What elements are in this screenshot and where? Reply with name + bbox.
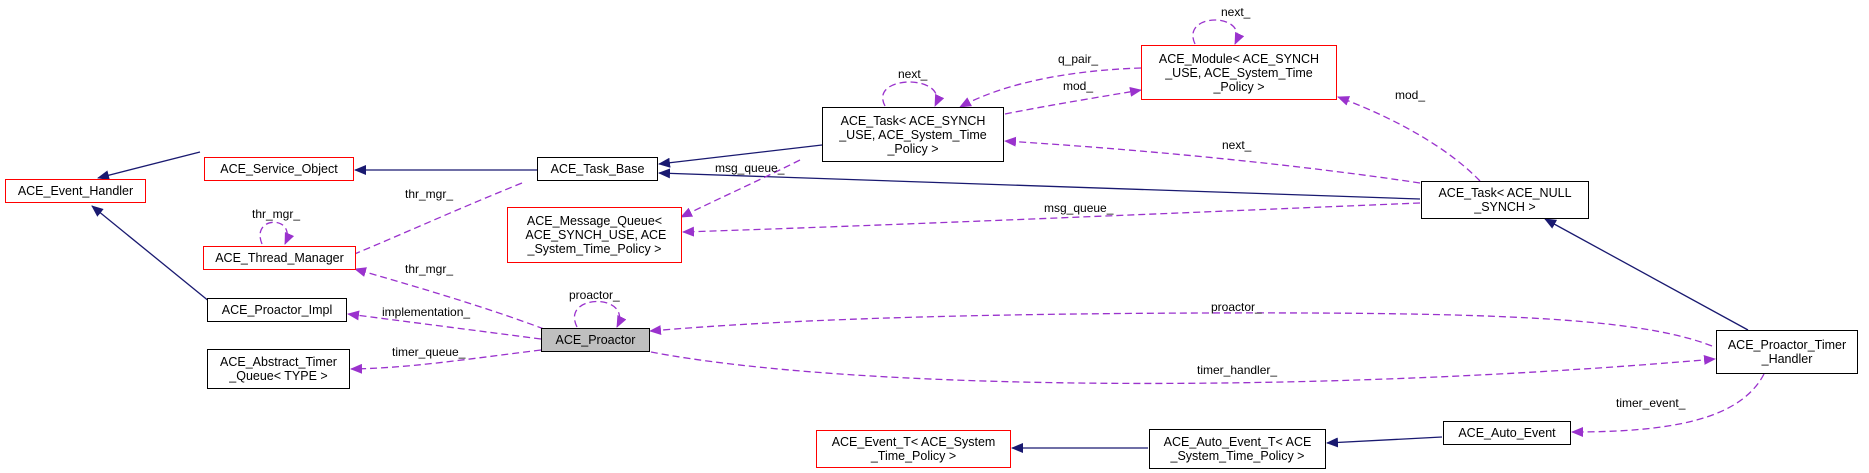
node-ace-abstract-timer-queue[interactable]: ACE_Abstract_Timer _Queue< TYPE > [207, 349, 350, 389]
node-ace-proactor-impl[interactable]: ACE_Proactor_Impl [207, 298, 347, 322]
edge-timer-handler-to-task-null [1544, 218, 1749, 331]
edge-task-synch-to-module [1004, 86, 1142, 115]
edge-label-thr-mgr-proactor: thr_mgr_ [405, 262, 453, 276]
node-ace-task-null-synch[interactable]: ACE_Task< ACE_NULL _SYNCH > [1421, 181, 1589, 219]
edge-label-implementation: implementation_ [382, 305, 470, 319]
node-ace-event-t[interactable]: ACE_Event_T< ACE_System _Time_Policy > [816, 430, 1011, 468]
node-ace-proactor[interactable]: ACE_Proactor [541, 328, 650, 352]
edge-task-synch-self [882, 81, 945, 107]
edge-label-next-null: next_ [1222, 138, 1252, 152]
edge-label-msg-queue-task: msg_queue_ [715, 161, 785, 175]
node-ace-auto-event-t[interactable]: ACE_Auto_Event_T< ACE _System_Time_Polic… [1149, 429, 1326, 469]
edge-proactor-to-timer-handler [650, 351, 1716, 385]
edge-task-base-to-thread-manager [329, 182, 523, 265]
node-ace-task-base[interactable]: ACE_Task_Base [537, 157, 658, 181]
node-ace-message-queue[interactable]: ACE_Message_Queue< ACE_SYNCH_USE, ACE _S… [507, 207, 682, 263]
node-ace-service-object[interactable]: ACE_Service_Object [204, 157, 354, 181]
edge-module-self [1192, 19, 1245, 45]
edge-task-synch-to-task-base [658, 144, 823, 168]
edge-proactor-impl-to-event-handler [91, 205, 211, 303]
node-ace-auto-event[interactable]: ACE_Auto_Event [1443, 421, 1571, 445]
edge-label-q-pair: q_pair_ [1058, 52, 1098, 66]
edge-task-null-to-message-queue [682, 202, 1421, 237]
edge-label-proactor-timer: proactor_ [1211, 300, 1262, 314]
edge-timer-handler-to-proactor [649, 312, 1713, 347]
edge-task-null-to-task-base [658, 168, 1421, 200]
edge-label-timer-handler: timer_handler_ [1197, 363, 1277, 377]
edge-task-null-to-task-synch [1004, 136, 1421, 184]
edge-service-object-to-event-handler [97, 151, 201, 181]
edge-label-thr-mgr-task-base: thr_mgr_ [405, 187, 453, 201]
node-ace-module[interactable]: ACE_Module< ACE_SYNCH _USE, ACE_System_T… [1141, 45, 1337, 100]
edge-label-timer-event: timer_event_ [1616, 396, 1686, 410]
edge-module-to-task-synch [959, 67, 1142, 108]
edge-label-next-self: next_ [898, 67, 928, 81]
node-ace-proactor-timer-handler[interactable]: ACE_Proactor_Timer _Handler [1716, 330, 1858, 374]
edge-label-next-module: next_ [1221, 5, 1251, 19]
node-ace-task-synch-use[interactable]: ACE_Task< ACE_SYNCH _USE, ACE_System_Tim… [822, 107, 1004, 162]
node-ace-event-handler[interactable]: ACE_Event_Handler [5, 179, 146, 203]
edge-label-mod-null: mod_ [1395, 88, 1425, 102]
edge-label-mod-task: mod_ [1063, 79, 1093, 93]
edge-task-null-to-module [1337, 96, 1481, 182]
edge-label-timer-queue: timer_queue_ [392, 345, 466, 359]
edge-task-synch-to-message-queue [680, 159, 801, 218]
edge-proactor-to-timer-queue [350, 349, 542, 374]
edge-auto-event-to-auto-event-t [1326, 436, 1443, 448]
edge-label-proactor-self: proactor_ [569, 288, 620, 302]
edge-proactor-to-thread-manager [354, 267, 545, 330]
edge-thread-manager-self [259, 221, 295, 245]
node-ace-thread-manager[interactable]: ACE_Thread_Manager [203, 246, 356, 270]
edge-proactor-self [573, 301, 627, 328]
edge-label-thr-mgr-self: thr_mgr_ [252, 207, 300, 221]
edge-label-msg-queue-null: msg_queue_ [1044, 201, 1114, 215]
